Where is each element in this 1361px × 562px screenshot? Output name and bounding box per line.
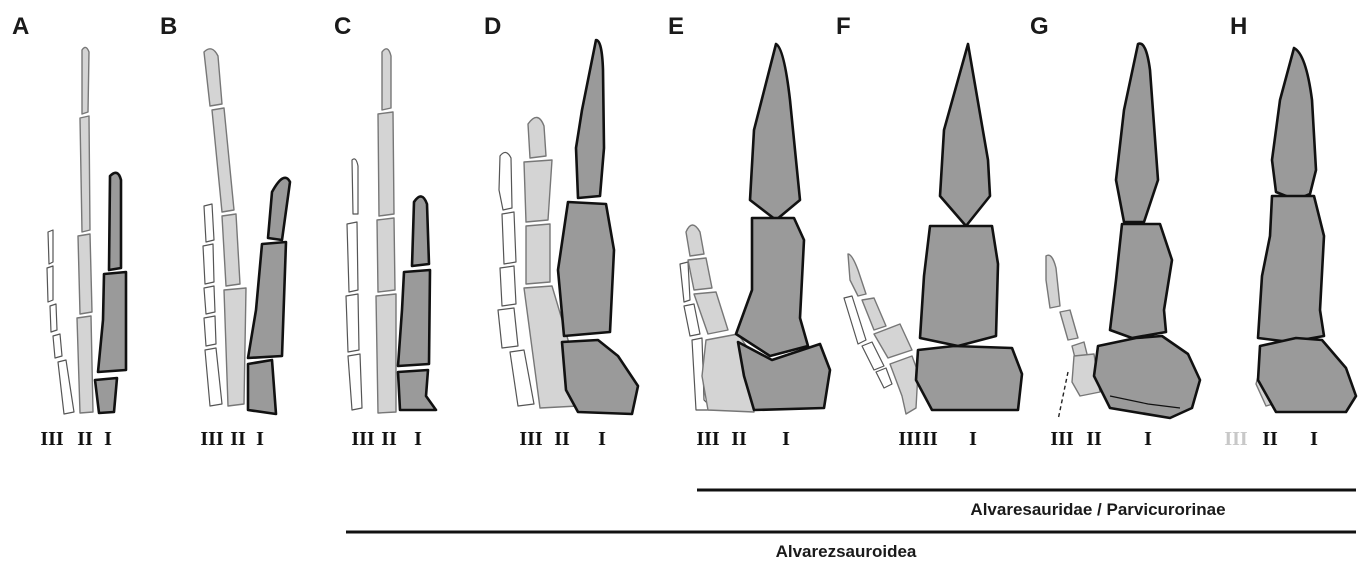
clade-label-alvaresauridae: Alvaresauridae / Parvicurorinae (970, 500, 1225, 519)
panel-d: D III II I (484, 13, 638, 450)
digit-label-ii-h: II (1262, 428, 1278, 450)
digit-label-i-d: I (598, 428, 606, 450)
panel-letter-f: F (836, 13, 851, 40)
panel-h: H III II I (1224, 13, 1356, 450)
panel-a: A III II I (12, 13, 126, 450)
digit-label-ii-d: II (554, 428, 570, 450)
digit-label-i-c: I (414, 428, 422, 450)
digit-iii-bones-b (203, 204, 222, 406)
panel-g: G III II I (1030, 13, 1200, 450)
digit-label-iii-h: III (1224, 428, 1248, 450)
digit-label-i-h: I (1310, 428, 1318, 450)
digit-label-ii-c: II (381, 428, 397, 450)
digit-label-ii-b: II (230, 428, 246, 450)
digit-i-bones-b (248, 178, 290, 414)
digit-label-ii-f: II (922, 428, 938, 450)
digit-label-ii-a: II (77, 428, 93, 450)
digit-ii-bones-g (1046, 255, 1100, 396)
digit-ii-bones-a (77, 47, 93, 413)
digit-label-ii-g: II (1086, 428, 1102, 450)
clade-alvaresauridae-parvicurorinae: Alvaresauridae / Parvicurorinae (697, 490, 1356, 519)
panel-c: C III II I (334, 13, 436, 450)
digit-label-iii-g: III (1050, 428, 1074, 450)
digit-label-iii-c: III (351, 428, 375, 450)
digit-label-iii-a: III (40, 428, 64, 450)
digit-label-i-g: I (1144, 428, 1152, 450)
panel-e: E III II I (668, 13, 830, 450)
digit-i-bones-c (398, 196, 436, 410)
digit-i-bones-e (736, 44, 830, 410)
digit-label-i-a: I (104, 428, 112, 450)
digit-ii-bones-c (376, 49, 396, 413)
panel-f: F III II I (836, 13, 1022, 450)
digit-label-iii-b: III (200, 428, 224, 450)
panel-letter-g: G (1030, 13, 1049, 40)
digit-i-bones-h (1258, 48, 1356, 412)
digit-i-bones-d (558, 40, 638, 414)
clade-label-alvarezsauroidea: Alvarezsauroidea (776, 542, 917, 561)
digit-label-iii-d: III (519, 428, 543, 450)
digit-i-bones-a (95, 173, 126, 413)
panel-letter-h: H (1230, 13, 1247, 40)
digit-i-bones-g (1094, 44, 1200, 418)
digit-label-i-b: I (256, 428, 264, 450)
panel-letter-b: B (160, 13, 177, 40)
digit-label-i-f: I (969, 428, 977, 450)
panel-b: B III II I (160, 13, 290, 450)
panel-letter-c: C (334, 13, 351, 40)
digit-iii-bones-a (47, 230, 74, 414)
panel-letter-d: D (484, 13, 501, 40)
digit-iii-dashed-trace-g (1058, 372, 1068, 420)
digit-i-bones-f (916, 44, 1022, 410)
panel-letter-e: E (668, 13, 684, 40)
digit-label-iii-f: III (898, 428, 922, 450)
clade-alvarezsauroidea: Alvarezsauroidea (346, 532, 1356, 561)
digit-label-ii-e: II (731, 428, 747, 450)
digit-iii-bones-c (346, 159, 362, 410)
panel-letter-a: A (12, 13, 29, 40)
digit-label-i-e: I (782, 428, 790, 450)
digit-label-iii-e: III (696, 428, 720, 450)
